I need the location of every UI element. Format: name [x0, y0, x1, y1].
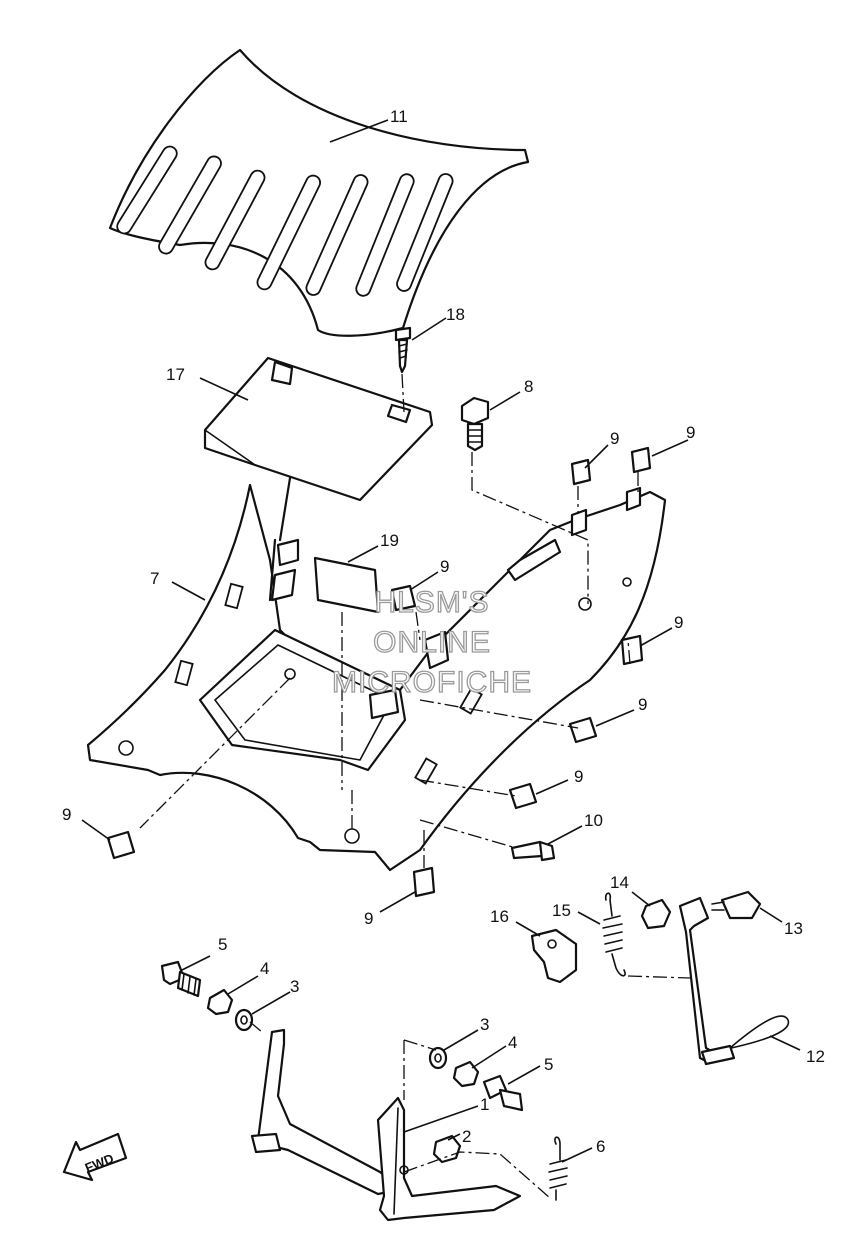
callout-9e: 9 [638, 695, 647, 714]
callout-8: 8 [524, 377, 533, 396]
floor-panel-part [86, 476, 667, 872]
nut-9-parts [106, 446, 652, 898]
callout-19: 19 [380, 531, 399, 550]
callout-11: 11 [390, 107, 408, 126]
forward-direction-arrow: FWD [62, 1132, 128, 1182]
watermark-line-2: ONLINE [373, 626, 491, 659]
bracket-16-part [530, 928, 578, 984]
callout-17: 17 [166, 365, 185, 384]
callout-9b: 9 [686, 423, 695, 442]
side-stand-12-part [678, 896, 790, 1066]
floor-mat-part [108, 48, 530, 337]
battery-lid-part [203, 356, 434, 502]
callout-18: 18 [446, 305, 465, 324]
callout-5b: 5 [544, 1055, 553, 1074]
leader-lines [81, 119, 801, 1163]
callout-9d: 9 [674, 613, 683, 632]
bolt-5-right-part [482, 1074, 524, 1112]
callout-12: 12 [806, 1047, 825, 1066]
watermark-line-1: HLSM'S [374, 586, 489, 619]
collar-4-left-part [206, 988, 234, 1016]
callout-3a: 3 [290, 977, 299, 996]
callout-14: 14 [610, 873, 629, 892]
callout-5a: 5 [218, 935, 227, 954]
pad-19-part [313, 556, 380, 614]
collar-2-part [432, 1134, 462, 1164]
washer-3-right-part [428, 1046, 448, 1070]
watermark: HLSM'S ONLINE MICROFICHE [331, 585, 532, 699]
callout-4b: 4 [508, 1033, 517, 1052]
callout-9c: 9 [440, 557, 449, 576]
bolt-5-left-part [160, 960, 202, 998]
callout-7: 7 [150, 569, 159, 588]
callout-13: 13 [784, 919, 803, 938]
callout-9a: 9 [610, 429, 619, 448]
washer-3-left-part [234, 1008, 254, 1032]
assembly-lines [139, 373, 691, 1199]
callout-9g: 9 [62, 805, 71, 824]
callout-9h: 9 [364, 909, 373, 928]
screw-18-part [394, 326, 412, 374]
spring-6-part [548, 1136, 568, 1201]
callout-numbers: 11 18 17 8 9 9 19 9 7 9 9 9 9 10 9 14 13… [62, 107, 825, 1156]
callout-6: 6 [596, 1137, 605, 1156]
callout-1: 1 [480, 1095, 489, 1114]
watermark-line-3: MICROFICHE [332, 666, 532, 699]
bolt-8-part [460, 396, 490, 452]
callout-10: 10 [584, 811, 603, 830]
screw-10-part [510, 840, 556, 862]
callout-3b: 3 [480, 1015, 489, 1034]
bolt-13-part [711, 890, 762, 920]
center-stand-1-part [250, 1028, 522, 1222]
nut-14-part [640, 898, 672, 930]
callout-15: 15 [552, 901, 571, 920]
spring-15-part [602, 892, 626, 977]
callout-16: 16 [490, 907, 509, 926]
callout-4a: 4 [260, 959, 269, 978]
callout-2: 2 [462, 1127, 471, 1146]
callout-9f: 9 [574, 767, 583, 786]
